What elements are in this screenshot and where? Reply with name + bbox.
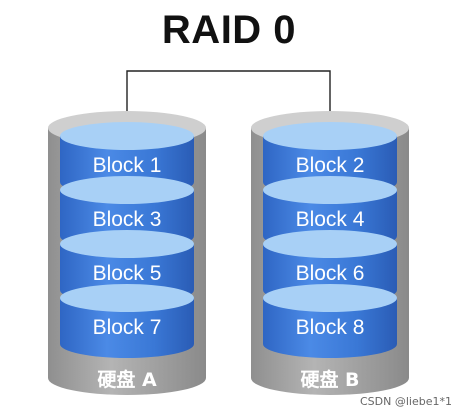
disk-a: Block 1 Block 3 Block 5 Block 7 硬盘 A — [48, 111, 206, 395]
block-label: Block 5 — [93, 262, 162, 285]
block-top — [263, 122, 397, 150]
block-label: Block 2 — [296, 154, 365, 177]
diagram-title: RAID 0 — [161, 8, 297, 52]
block-block-8: Block 8 — [263, 284, 397, 358]
disk-label: 硬盘 B — [300, 368, 359, 391]
block-label: Block 1 — [93, 154, 162, 177]
block-top — [263, 176, 397, 204]
block-top — [263, 284, 397, 312]
watermark: CSDN @liebe1*1 — [360, 395, 452, 408]
block-label: Block 3 — [93, 208, 162, 231]
block-label: Block 4 — [296, 208, 365, 231]
block-top — [60, 176, 194, 204]
block-top — [263, 230, 397, 258]
connector-line — [126, 70, 331, 130]
block-top — [60, 230, 194, 258]
block-label: Block 7 — [93, 316, 162, 339]
block-top — [60, 122, 194, 150]
disk-b: Block 2 Block 4 Block 6 Block 8 硬盘 B — [251, 111, 409, 395]
block-label: Block 8 — [296, 316, 365, 339]
block-label: Block 6 — [296, 262, 365, 285]
disk-label: 硬盘 A — [97, 368, 157, 391]
block-body — [263, 298, 397, 358]
block-body — [60, 298, 194, 358]
block-block-7: Block 7 — [60, 284, 194, 358]
block-top — [60, 284, 194, 312]
